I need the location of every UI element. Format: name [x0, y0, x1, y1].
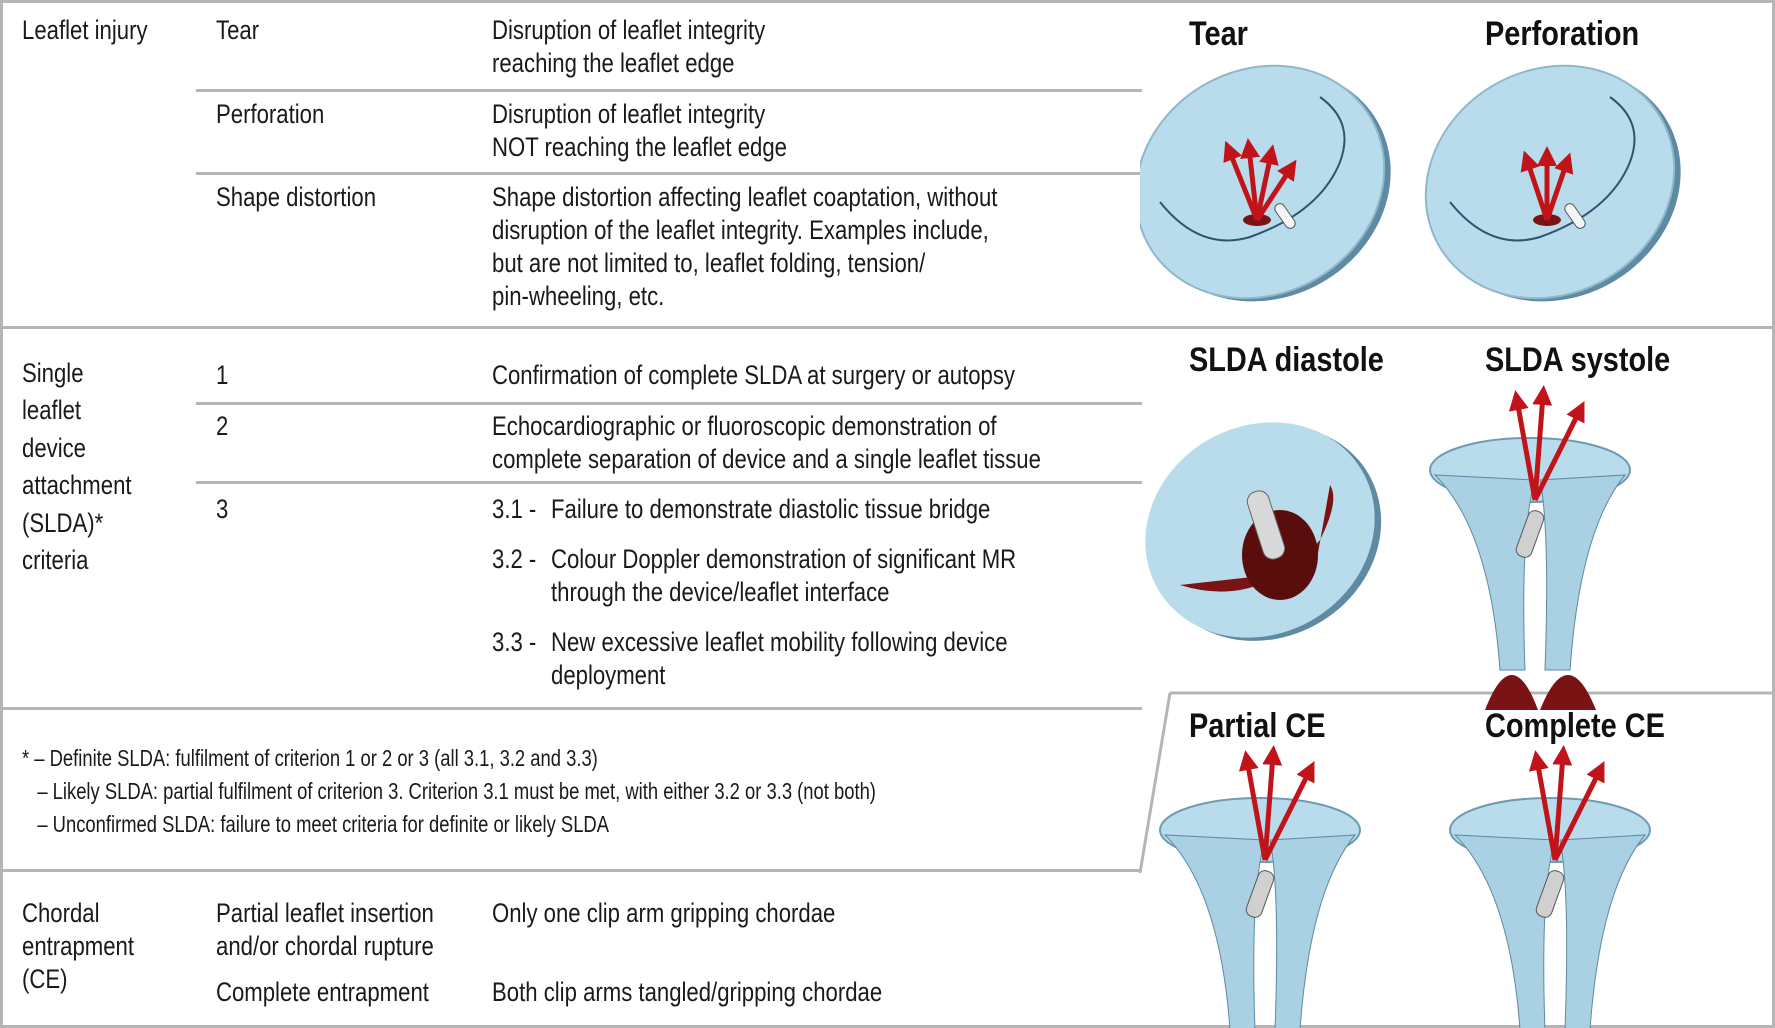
category-slda-line5: (SLDA)* [22, 508, 104, 538]
slda-diastole-clip-device-icon [1246, 490, 1286, 560]
category-slda-line6: criteria [22, 545, 89, 575]
row-divider [196, 481, 1142, 484]
section-divider [0, 707, 1142, 710]
complete-ce-right-leaflet-chordae [1559, 834, 1647, 1028]
term-partial-line2: and/or chordal rupture [216, 931, 434, 961]
illustration-label-perforation: Perforation [1485, 15, 1640, 53]
slda-systole-papillary-left [1485, 675, 1538, 710]
term-tear: Tear [216, 15, 260, 45]
definition-shape-distortion-line2: disruption of the leaflet integrity. Exa… [492, 215, 989, 245]
tear-clip-icon [1274, 203, 1296, 229]
slda-systole-regurgitant-jet-arrow [1532, 401, 1585, 502]
row-divider [196, 172, 1142, 175]
subcriterion-3-1-text: Failure to demonstrate diastolic tissue … [551, 494, 991, 524]
perforation-clip-icon [1564, 203, 1586, 229]
definition-perforation-line1: Disruption of leaflet integrity [492, 99, 766, 129]
slda-systole-regurgitant-jet-arrow [1508, 390, 1538, 501]
category-ce-line3: (CE) [22, 964, 68, 994]
subcriterion-3-2-number: 3.2 - [492, 544, 537, 574]
term-partial-line1: Partial leaflet insertion [216, 898, 434, 928]
row-divider [196, 89, 1142, 92]
tear-regurgitant-jet-arrow [1254, 144, 1279, 221]
illustration-label-slda-diastole: SLDA diastole [1189, 341, 1384, 379]
definition-tear-line1: Disruption of leaflet integrity [492, 15, 766, 45]
subcriterion-3-3-number: 3.3 - [492, 627, 537, 657]
category-slda-line2: leaflet [22, 395, 82, 425]
category-slda-line1: Single [22, 358, 84, 388]
footnote-likely: – Likely SLDA: partial fulfilment of cri… [22, 778, 876, 804]
footnote-definite: * – Definite SLDA: fulfilment of criteri… [22, 745, 598, 771]
criterion-number-2: 2 [216, 411, 229, 441]
section-divider [0, 869, 1142, 872]
definition-tear-line2: reaching the leaflet edge [492, 48, 735, 78]
definition-shape-distortion-line4: pin-wheeling, etc. [492, 281, 665, 311]
partial-ce-left-leaflet-chordae [1163, 834, 1266, 1028]
tear-regurgitant-jet-arrow [1254, 159, 1297, 222]
definition-perforation-line2: NOT reaching the leaflet edge [492, 132, 787, 162]
illustration-label-slda-systole: SLDA systole [1485, 341, 1671, 379]
criterion-number-3: 3 [216, 494, 229, 524]
definition-shape-distortion-line3: but are not limited to, leaflet folding,… [492, 248, 926, 278]
subcriterion-3-2-line1: Colour Doppler demonstration of signific… [551, 544, 1017, 574]
criterion-number-1: 1 [216, 360, 229, 390]
slda-systole-left-leaflet-chordae [1433, 474, 1536, 671]
complete-ce-regurgitant-jet-arrow [1552, 745, 1573, 861]
slda-systole-papillary-right [1540, 675, 1596, 710]
criterion-2-line1: Echocardiographic or fluoroscopic demons… [492, 411, 997, 441]
category-slda-line3: device [22, 433, 86, 463]
partial-ce-right-leaflet-chordae [1269, 834, 1357, 1028]
definition-partial: Only one clip arm gripping chordae [492, 898, 836, 928]
illustrations-canvas [1140, 64, 1681, 1028]
complete-ce-regurgitant-jet-arrow [1552, 761, 1605, 862]
term-complete: Complete entrapment [216, 977, 429, 1007]
illustration-label-complete-ce: Complete CE [1485, 707, 1665, 745]
tear-regurgitant-jet-arrow [1223, 140, 1260, 221]
slda-systole-regurgitant-jet-arrow [1532, 385, 1553, 501]
term-shape-distortion: Shape distortion [216, 182, 377, 212]
panel-slant-border [1138, 691, 1775, 874]
perforation-regurgitant-jet-arrow [1544, 152, 1574, 221]
category-ce-line1: Chordal [22, 898, 100, 928]
row-divider [196, 402, 1142, 405]
category-leaflet-injury: Leaflet injury [22, 15, 148, 45]
category-ce-line2: entrapment [22, 931, 135, 961]
perforation-coaptation-line [1449, 96, 1636, 242]
criterion-1-text: Confirmation of complete SLDA at surgery… [492, 360, 1016, 390]
partial-ce-regurgitant-jet-arrow [1262, 761, 1315, 862]
footnote-unconfirmed: – Unconfirmed SLDA: failure to meet crit… [22, 811, 609, 837]
perforation-regurgitant-jet-arrow [1520, 150, 1550, 221]
partial-ce-clip-device-icon [1245, 870, 1275, 918]
partial-ce-regurgitant-jet-arrow [1262, 745, 1283, 861]
perforation-valve [1424, 64, 1676, 300]
definition-shape-distortion-line1: Shape distortion affecting leaflet coapt… [492, 182, 998, 212]
slda-systole-right-leaflet-chordae [1539, 474, 1627, 671]
subcriterion-3-2-line2: through the device/leaflet interface [551, 577, 890, 607]
tear-valve [1140, 64, 1386, 300]
complete-ce-left-leaflet-chordae [1453, 834, 1556, 1028]
subcriterion-3-3-line1: New excessive leaflet mobility following… [551, 627, 1008, 657]
subcriterion-3-1-number: 3.1 - [492, 494, 537, 524]
section-divider [0, 326, 1775, 329]
slda-systole-clip-device-icon [1515, 510, 1545, 558]
complete-ce-clip-device-icon [1535, 870, 1565, 918]
criterion-2-line2: complete separation of device and a sing… [492, 444, 1041, 474]
definition-complete: Both clip arms tangled/gripping chordae [492, 977, 883, 1007]
tear-regurgitant-jet-arrow [1240, 138, 1261, 221]
subcriterion-3-3-line2: deployment [551, 660, 666, 690]
partial-ce-regurgitant-jet-arrow [1238, 750, 1268, 861]
category-slda-line4: attachment [22, 470, 132, 500]
term-perforation: Perforation [216, 99, 325, 129]
illustration-label-partial-ce: Partial CE [1189, 707, 1326, 745]
complete-ce-regurgitant-jet-arrow [1528, 750, 1558, 861]
illustration-label-tear: Tear [1189, 15, 1248, 53]
tear-coaptation-line [1159, 96, 1346, 242]
